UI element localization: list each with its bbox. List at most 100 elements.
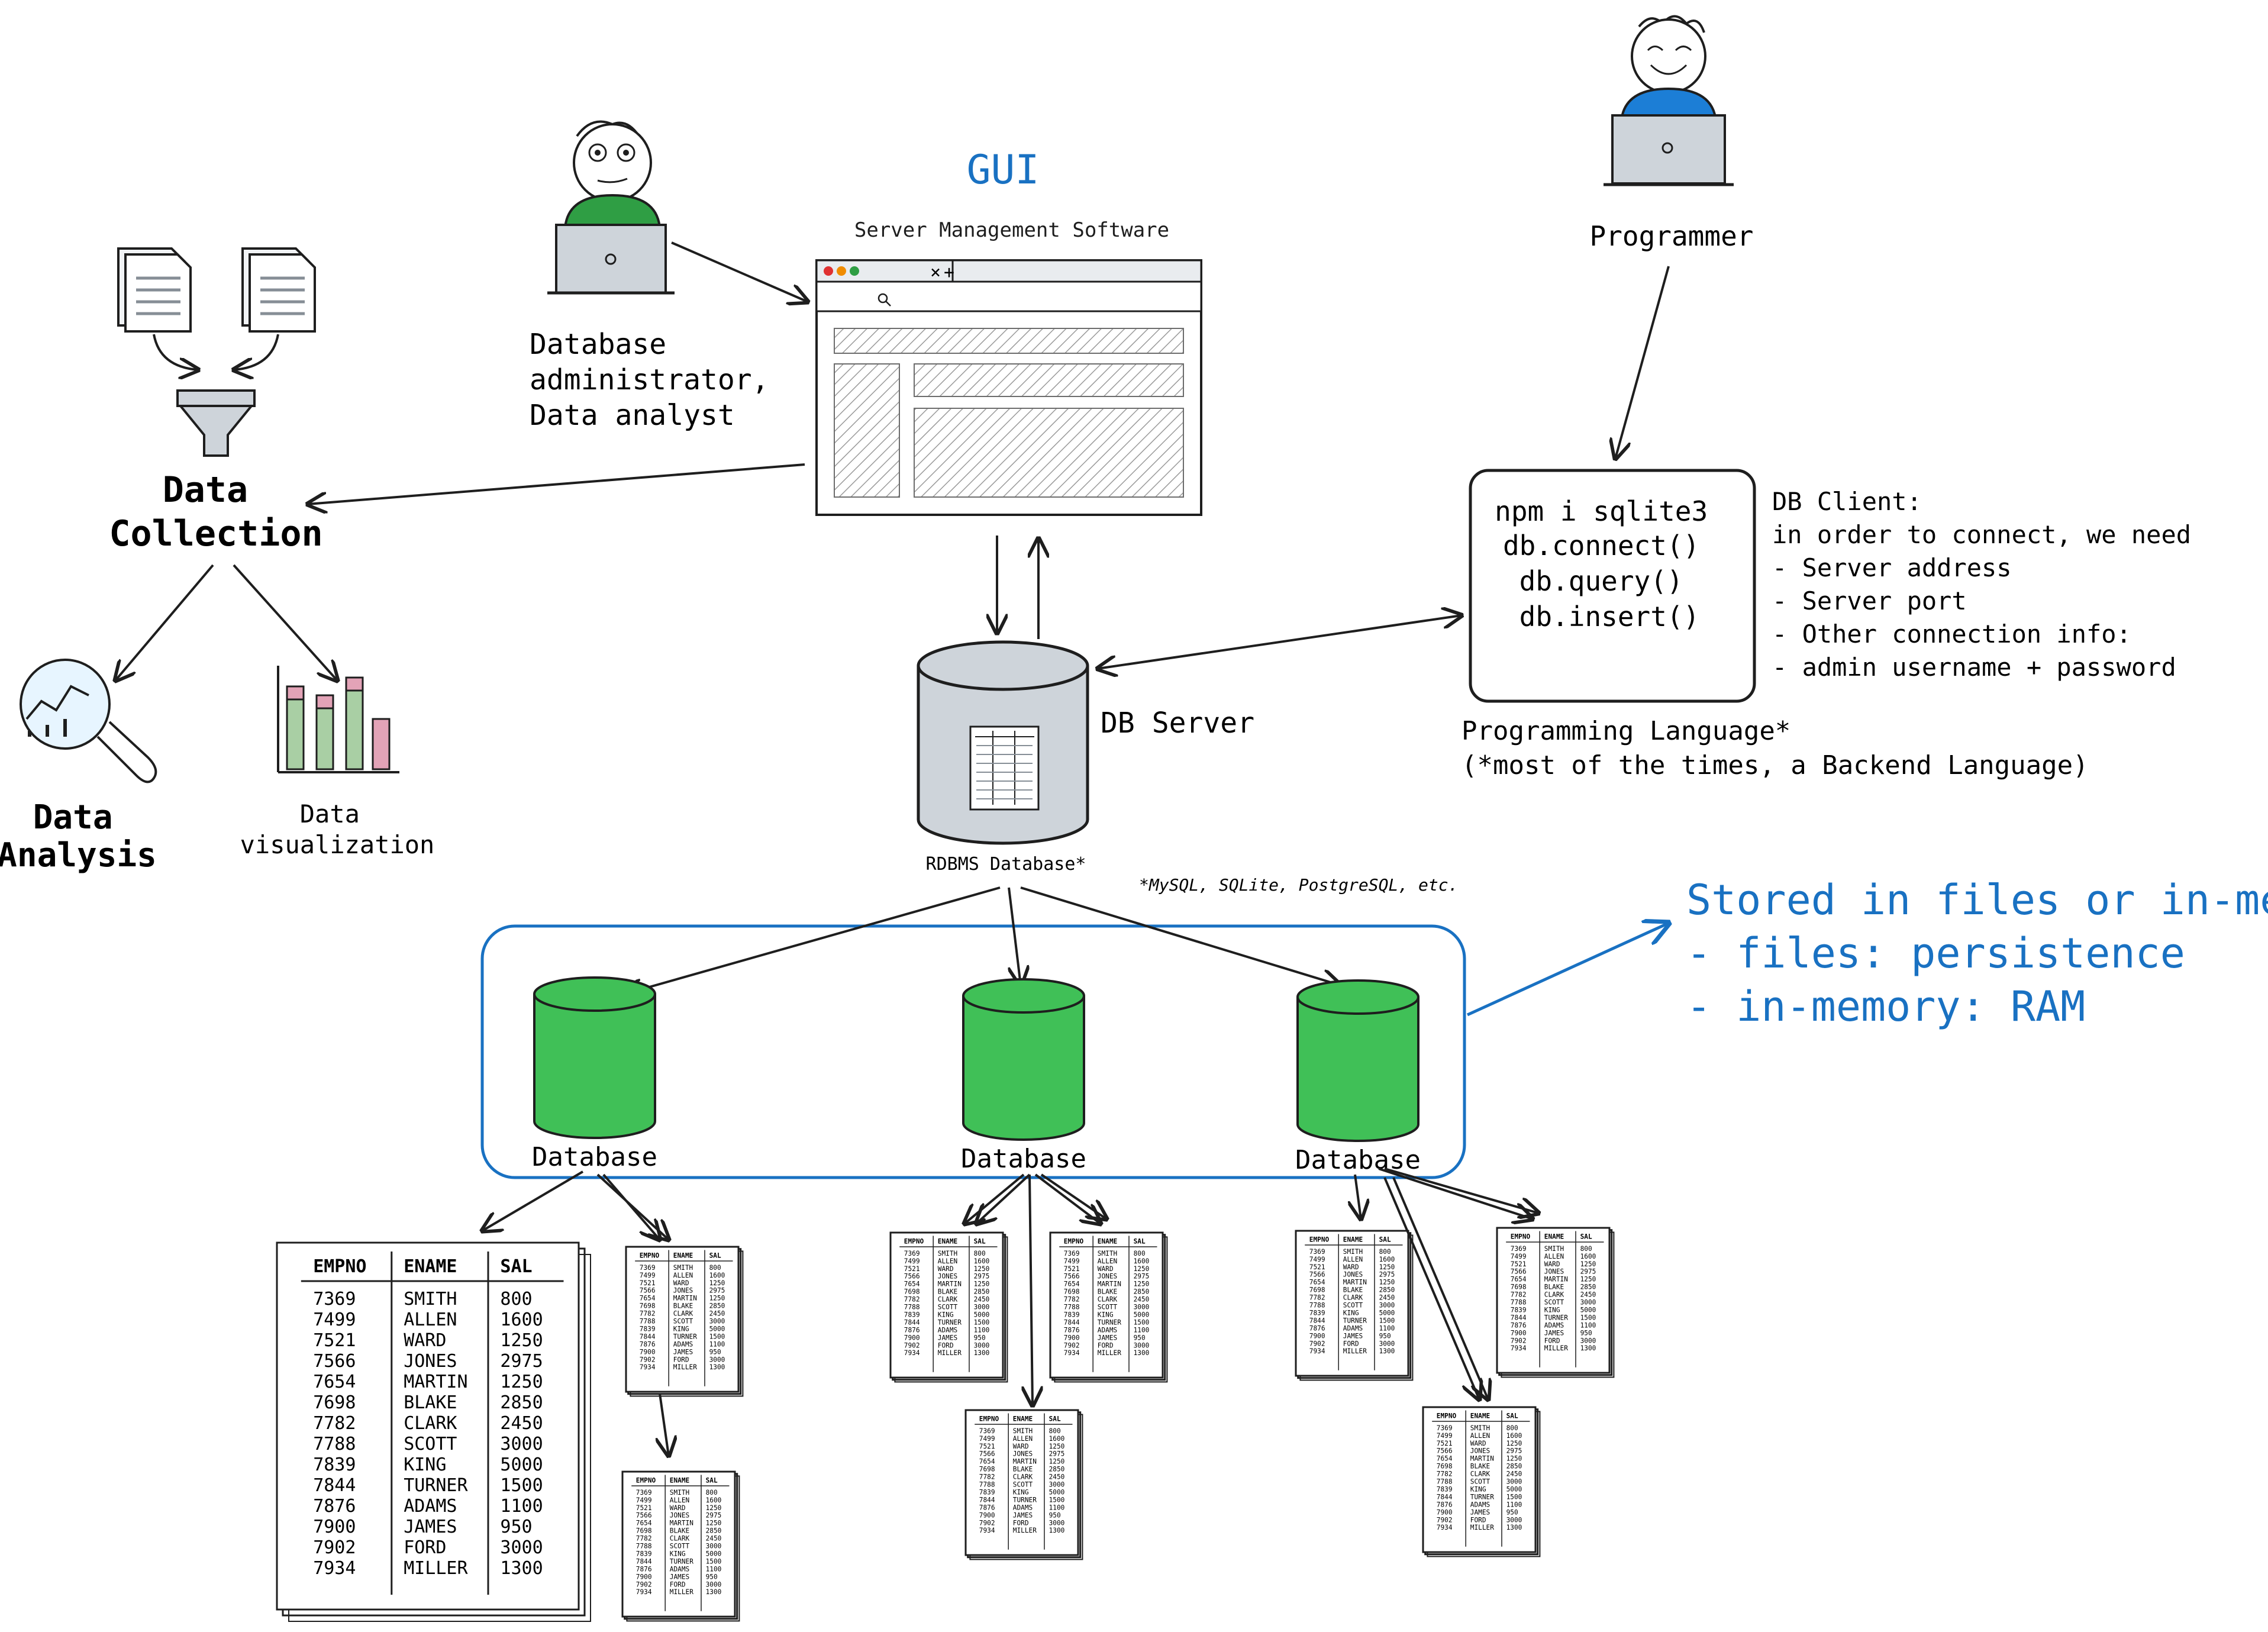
table-cell: SCOTT <box>1343 1302 1363 1310</box>
dba-avatar <box>547 120 675 295</box>
table-cell: MARTIN <box>670 1520 693 1527</box>
table-cell: 7369 <box>1309 1248 1325 1256</box>
table-cell: 7521 <box>904 1265 920 1273</box>
table-cell: FORD <box>1013 1519 1029 1527</box>
table-cell: 5000 <box>1506 1485 1522 1493</box>
table-cell: 2850 <box>500 1392 543 1413</box>
table-cell: 7782 <box>979 1473 995 1481</box>
tab-close-icon[interactable]: × <box>930 262 941 283</box>
table-cell: 3000 <box>500 1537 543 1558</box>
table-cell: BLAKE <box>1343 1286 1363 1294</box>
table-cell: 7782 <box>1064 1296 1080 1304</box>
table-cell: 7654 <box>904 1281 920 1288</box>
table-cell: SMITH <box>938 1250 957 1257</box>
table-cell: 7698 <box>636 1527 652 1535</box>
table-cell: BLAKE <box>1470 1463 1490 1470</box>
table-cell: MILLER <box>938 1349 962 1357</box>
table-cell: 7369 <box>1064 1250 1080 1257</box>
table-cell: KING <box>404 1454 446 1475</box>
table-cell: 800 <box>500 1289 532 1310</box>
table-header-cell: SAL <box>1049 1415 1061 1423</box>
table-cell: 1250 <box>1580 1276 1596 1283</box>
table-cell: 7934 <box>1437 1524 1453 1531</box>
address-bar[interactable] <box>815 280 1202 312</box>
table-cell: 7566 <box>1309 1271 1325 1279</box>
table-cell: MARTIN <box>1013 1458 1037 1466</box>
laptop-icon <box>1604 114 1734 186</box>
table-cell: 7521 <box>979 1443 995 1450</box>
table-cell: 7566 <box>636 1512 652 1520</box>
table-cell: WARD <box>938 1265 954 1273</box>
table-cell: 7654 <box>1511 1276 1527 1283</box>
table-cell: 7900 <box>1511 1329 1527 1337</box>
rdbms-database-label: RDBMS Database* <box>926 854 1086 875</box>
table-cell: BLAKE <box>1544 1283 1564 1291</box>
table-cell: KING <box>1343 1309 1359 1317</box>
table-cell: FORD <box>404 1537 446 1558</box>
table-cell: 2850 <box>709 1302 725 1310</box>
browser-window[interactable]: × + <box>815 259 1202 516</box>
table-cell: MILLER <box>670 1588 693 1596</box>
table-cell: 7844 <box>1511 1314 1527 1321</box>
table-cell: ALLEN <box>1544 1253 1564 1260</box>
table-cell: BLAKE <box>670 1527 689 1535</box>
table-cell: 7698 <box>979 1466 995 1473</box>
table-cell: 950 <box>706 1573 718 1581</box>
window-close-dot[interactable] <box>824 266 833 276</box>
storage-note: Stored in files or in-memory - files: pe… <box>1686 876 2268 1031</box>
table-cell: 1500 <box>1134 1318 1150 1326</box>
table-cell: 2850 <box>1580 1283 1596 1291</box>
table-cell: 3000 <box>1506 1516 1522 1524</box>
db-client-notes: DB Client: in order to connect, we need … <box>1772 487 2206 682</box>
table-cell: 7369 <box>640 1264 656 1272</box>
table-cell: 7839 <box>1437 1485 1453 1493</box>
table-cell: 800 <box>706 1489 718 1496</box>
table-cell: 2850 <box>1049 1466 1065 1473</box>
window-minimize-dot[interactable] <box>837 266 846 276</box>
db-server-label: DB Server <box>1101 707 1254 740</box>
table-cell: ADAMS <box>1098 1326 1117 1334</box>
table-cell: SCOTT <box>1013 1481 1033 1489</box>
table-cell: 950 <box>1134 1334 1146 1341</box>
table-cell: 7654 <box>1064 1281 1080 1288</box>
table-cell: 7566 <box>1064 1273 1080 1281</box>
window-maximize-dot[interactable] <box>850 266 859 276</box>
table-cell: 7876 <box>979 1504 995 1511</box>
table-cell: 7876 <box>1309 1324 1325 1332</box>
table-cell: ADAMS <box>1544 1321 1564 1329</box>
table-header-cell: SAL <box>1506 1412 1518 1420</box>
table-cell: 5000 <box>1580 1306 1596 1314</box>
table-cell: 7902 <box>640 1356 656 1363</box>
table-cell: 7369 <box>979 1427 995 1435</box>
table-cell: 3000 <box>1049 1519 1065 1527</box>
table-cell: 3000 <box>974 1341 990 1349</box>
table-cell: 1500 <box>500 1475 543 1496</box>
table-cell: 7369 <box>1511 1245 1527 1253</box>
table-cell: 7839 <box>636 1550 652 1557</box>
table-cell: JONES <box>1098 1273 1117 1281</box>
table-cell: 7521 <box>1064 1265 1080 1273</box>
table-cell: 1100 <box>706 1565 722 1573</box>
table-cell: 7839 <box>904 1311 920 1318</box>
table-cell: TURNER <box>938 1318 962 1326</box>
table-cell: 7654 <box>313 1372 356 1392</box>
table-cell: 7876 <box>313 1496 356 1517</box>
table-cell: FORD <box>673 1356 689 1363</box>
table-cell: MILLER <box>1343 1347 1367 1355</box>
new-tab-icon[interactable]: + <box>944 262 954 283</box>
table-cell: 7698 <box>1064 1288 1080 1296</box>
database-label: Database <box>961 1144 1086 1174</box>
table-cell: 1300 <box>709 1363 725 1371</box>
magnifier-chart-icon <box>20 659 157 783</box>
table-cell: 2850 <box>706 1527 722 1535</box>
data-analysis-label: Data Analysis <box>0 798 157 875</box>
table-cell: JONES <box>404 1351 457 1372</box>
table-cell: 800 <box>974 1250 986 1257</box>
table-header-cell: ENAME <box>1098 1238 1117 1246</box>
table-cell: 3000 <box>1049 1481 1065 1489</box>
table-cell: FORD <box>1098 1341 1114 1349</box>
table-cell: 3000 <box>709 1318 725 1325</box>
